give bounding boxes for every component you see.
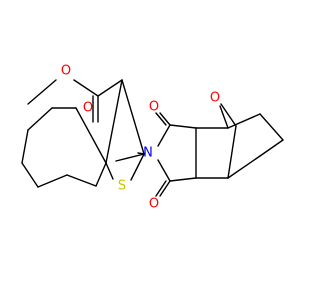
- bond-ring8-4: [21, 129, 29, 164]
- bond-c7-bh2: [227, 155, 261, 179]
- bond-c3a-s: [105, 162, 114, 180]
- bond-ctop-ca: [169, 124, 197, 129]
- ester-ether-oxygen: O: [61, 64, 71, 79]
- bond-ring8-2: [37, 174, 68, 188]
- bonds: [21, 79, 284, 197]
- bond-c3-c2: [121, 79, 145, 155]
- bond-ring8-5: [27, 107, 53, 131]
- imide-carbonyl-oxygen-top: O: [149, 100, 159, 115]
- bond-c3-c3a: [105, 79, 123, 164]
- bond-s-c2: [130, 153, 145, 181]
- bond-ring8-7: [75, 107, 107, 164]
- bond-n-ctop: [157, 124, 171, 147]
- bond-n-cbot: [157, 159, 171, 182]
- bond-cbot-o-2: [155, 180, 167, 197]
- bond-c3a-c9a: [95, 162, 107, 187]
- bond-ctop-o-1: [159, 112, 171, 126]
- bond-ring8-3: [21, 162, 39, 188]
- bond-c5-c6: [259, 113, 284, 141]
- ester-carbonyl-oxygen: O: [83, 101, 93, 116]
- bond-bh1-obridge: [219, 105, 229, 129]
- bond-c6-c7: [259, 139, 284, 157]
- bond-ring8-1: [66, 174, 97, 187]
- imide-nitrogen: N: [143, 146, 153, 161]
- bond-methyl-o: [27, 79, 57, 105]
- bond-o-carbonyl-c: [73, 79, 99, 97]
- bond-c2-n: [137, 152, 145, 155]
- molecule-structure: O O S N O O O: [21, 64, 284, 212]
- bond-carbonyl-c-ring: [97, 79, 123, 97]
- bond-obridge-bh2: [220, 103, 237, 127]
- atom-labels: O O S N O O O: [61, 64, 220, 212]
- imide-carbonyl-oxygen-bottom: O: [149, 197, 159, 212]
- bond-bh1-c5: [227, 113, 261, 129]
- structure-canvas: O O S N O O O: [21, 64, 284, 212]
- bond-c3-c2-double: [115, 153, 145, 162]
- thiophene-sulfur: S: [118, 179, 126, 194]
- bond-bh2-up: [227, 125, 237, 179]
- bridge-oxygen: O: [210, 91, 220, 106]
- bond-cbot-o-1: [159, 180, 171, 197]
- bond-ctop-o-2: [155, 112, 167, 126]
- bond-cbot-cb: [169, 177, 197, 182]
